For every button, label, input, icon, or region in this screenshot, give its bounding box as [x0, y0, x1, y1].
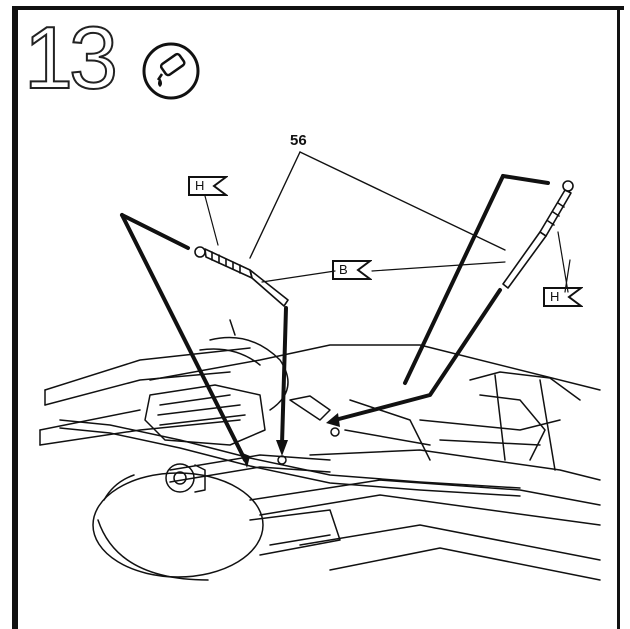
- frame-left-border: [12, 6, 18, 629]
- frame-top-border: [12, 6, 624, 10]
- arrow-flag-icon: [188, 176, 228, 196]
- arrow-flag-icon: [543, 287, 583, 307]
- part-number-callout: 56: [290, 132, 307, 149]
- flag-label-middle: B: [339, 262, 348, 277]
- installation-arrows: [120, 174, 550, 462]
- flag-label-left: H: [195, 178, 205, 193]
- frame-right-border: [617, 6, 620, 629]
- arrow-flag-icon: [332, 260, 372, 280]
- flag-label-right: H: [550, 289, 560, 304]
- grease-lubricant-icon: [142, 42, 200, 100]
- left-gas-strut: [194, 246, 289, 307]
- flag-leaders: [204, 195, 571, 293]
- part-number-leaders: [249, 151, 506, 259]
- right-gas-strut: [502, 180, 574, 289]
- step-number: 13: [23, 8, 119, 107]
- vehicle-underbody: [39, 319, 601, 581]
